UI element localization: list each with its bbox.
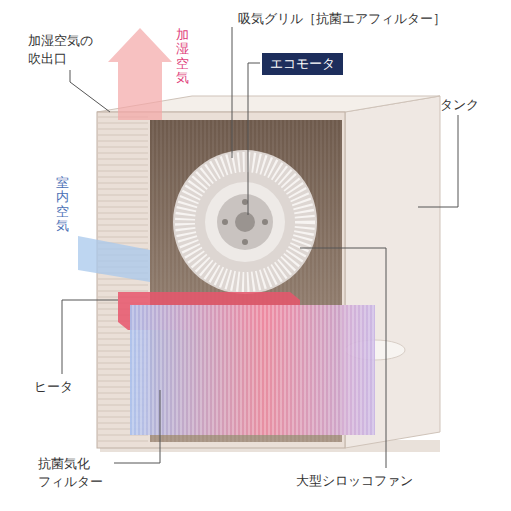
leader-lines [62,27,458,468]
vaporizing-filter [130,305,375,435]
fan-label: 大型シロッコファン [296,472,413,490]
outlet-label: 加湿空気の 吹出口 [28,32,108,67]
humid-air-label: 加湿空気 [176,28,189,85]
room-air-arrow [78,236,150,282]
sirocco-fan [173,150,317,294]
heater-label: ヒータ [34,378,73,396]
room-air-label: 室内空気 [56,176,69,233]
filter-label: 抗菌気化 フィルター [38,455,118,490]
tank-label: タンク [440,96,479,114]
motor-box: エコモータ [262,53,343,75]
node-text: エコモータ [270,56,335,72]
humid-air-arrow [108,28,172,120]
intake-grille-label: 吸気グリル［抗菌エアフィルター］ [238,10,446,28]
